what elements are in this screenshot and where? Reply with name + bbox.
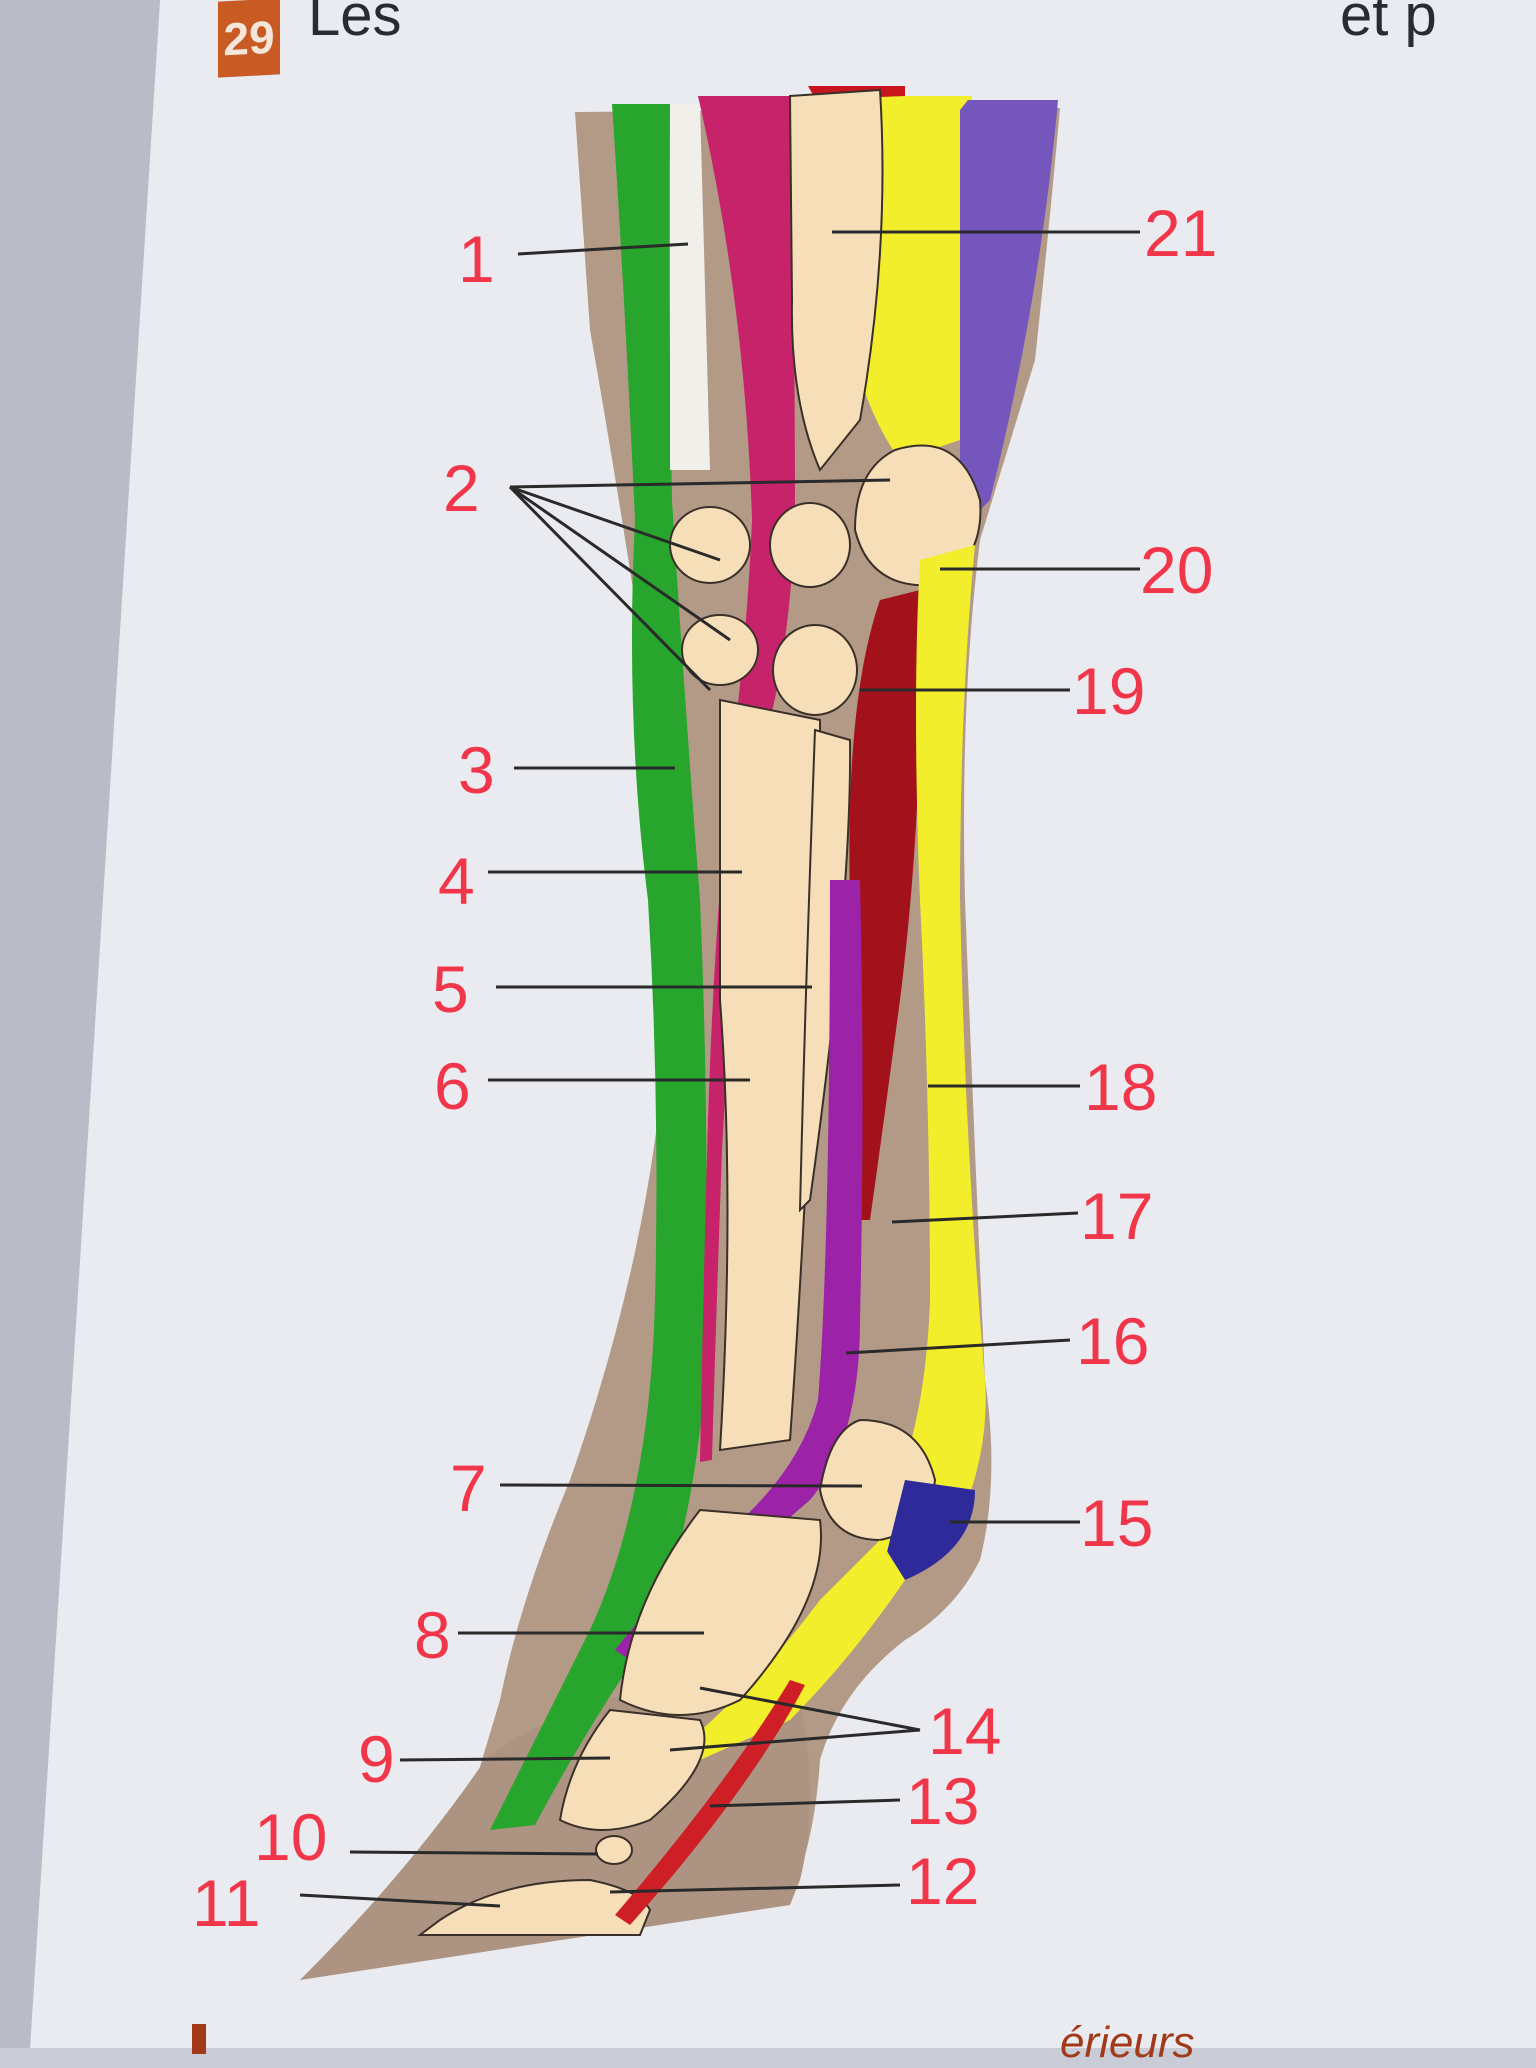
coffin-bone xyxy=(417,1878,652,1936)
exercise-title-right-fragment: et p xyxy=(1340,0,1437,48)
footer-heading-fragment: érieurs xyxy=(1060,2018,1195,2067)
yellow-tendon xyxy=(880,545,986,1600)
label-3: 3 xyxy=(458,733,495,807)
label-19: 19 xyxy=(1072,654,1146,728)
label-8: 8 xyxy=(414,1598,451,1672)
femur-bone xyxy=(788,88,884,472)
short-pastern-bone xyxy=(558,1708,706,1831)
label-16: 16 xyxy=(1076,1304,1150,1378)
long-pastern-bone xyxy=(618,1508,822,1716)
yellow-lower-tendon xyxy=(690,1540,905,1760)
violet-upper-muscle xyxy=(960,100,1058,530)
label-1: 1 xyxy=(458,222,495,296)
white-tendon-upper xyxy=(670,104,710,470)
exercise-number-badge: 29 xyxy=(218,0,280,78)
exercise-title-fragment: Les xyxy=(308,0,402,48)
red-lower-tendon xyxy=(615,1680,805,1925)
tarsal-bone-d xyxy=(772,624,858,716)
dark-red-muscle xyxy=(849,590,921,1220)
leader-lines xyxy=(299,230,1140,1908)
tarsal-bone-a xyxy=(669,506,751,584)
label-18: 18 xyxy=(1084,1050,1158,1124)
label-5: 5 xyxy=(432,952,469,1026)
label-13: 13 xyxy=(906,1764,980,1838)
navy-ergot xyxy=(885,1480,975,1580)
page-shadow-left xyxy=(0,0,160,2048)
label-7: 7 xyxy=(450,1451,487,1525)
label-6: 6 xyxy=(434,1049,471,1123)
purple-flexor-band xyxy=(615,880,863,1660)
footer-bullet xyxy=(192,2024,206,2054)
label-2: 2 xyxy=(443,451,480,525)
tarsal-bone-b xyxy=(769,502,851,588)
label-11: 11 xyxy=(192,1866,261,1940)
splint-bone xyxy=(798,728,852,1213)
label-9: 9 xyxy=(358,1722,395,1796)
label-10: 10 xyxy=(254,1800,328,1874)
label-20: 20 xyxy=(1140,533,1214,607)
navicular-bone xyxy=(595,1835,633,1865)
label-12: 12 xyxy=(906,1844,980,1918)
tarsal-bone-c xyxy=(681,614,759,686)
label-14: 14 xyxy=(928,1694,1002,1768)
label-21: 21 xyxy=(1144,196,1218,270)
label-15: 15 xyxy=(1080,1486,1154,1560)
label-4: 4 xyxy=(438,844,475,918)
label-17: 17 xyxy=(1080,1179,1154,1253)
